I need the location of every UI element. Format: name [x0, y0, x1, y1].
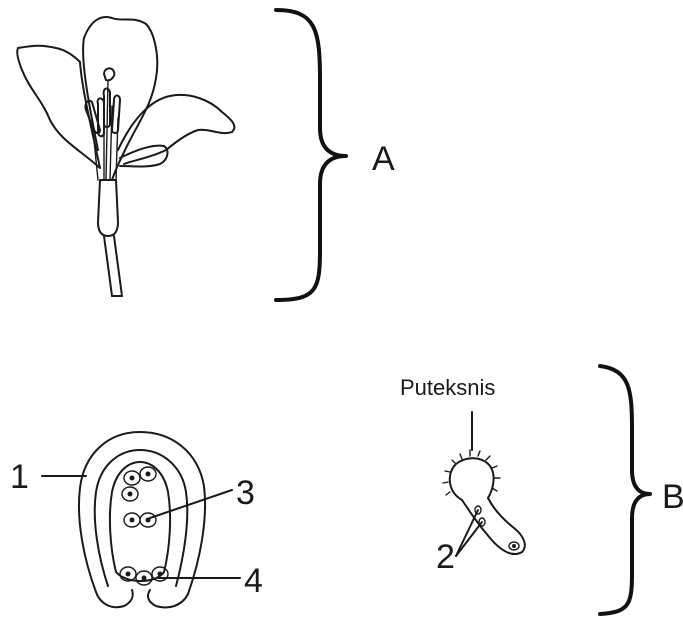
label-b: B [662, 478, 683, 516]
label-3: 3 [236, 474, 255, 512]
label-1: 1 [10, 458, 29, 496]
brace-a [276, 10, 346, 300]
pollen-grain-drawing [443, 450, 525, 554]
label-4: 4 [244, 562, 263, 600]
brace-b [600, 366, 650, 614]
flower-drawing [17, 17, 234, 296]
label-puteksnis: Puteksnis [400, 375, 495, 400]
ovule-drawing [79, 432, 205, 608]
leader-3 [150, 490, 232, 518]
label-2: 2 [436, 538, 455, 576]
label-a: A [372, 140, 395, 178]
